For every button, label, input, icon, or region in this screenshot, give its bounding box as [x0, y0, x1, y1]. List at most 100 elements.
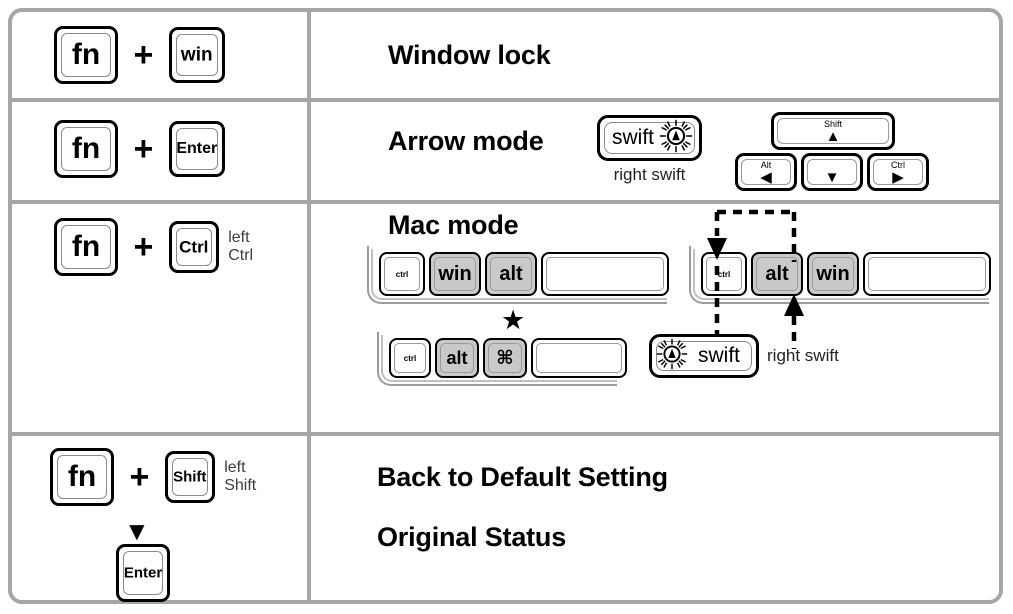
key-fn[interactable]: fn	[54, 120, 118, 178]
key-label: fn	[71, 132, 101, 165]
kb-key-label: win	[438, 262, 472, 285]
key-inner-bevel	[61, 225, 111, 269]
combo-cell-mac-mode: fn + Ctrl left Ctrl	[12, 204, 307, 432]
key-inner-bevel	[741, 159, 791, 185]
arrow-key-right[interactable]: Ctrl ▶	[867, 153, 929, 191]
kb-key-space[interactable]	[531, 338, 627, 378]
swift-caption: right swift	[767, 346, 839, 365]
kb-key-space[interactable]	[541, 252, 669, 296]
key-enter[interactable]: Enter	[116, 544, 170, 602]
key-label: fn	[67, 460, 97, 493]
keyboard-before-swap: ctrl win alt	[367, 246, 669, 304]
key-annotation-ctrl: left Ctrl	[228, 229, 253, 265]
key-swift[interactable]: swift	[597, 115, 702, 161]
column-divider	[307, 12, 311, 600]
kb-key-label: alt	[499, 262, 523, 285]
key-swift[interactable]: swift	[649, 334, 759, 378]
arrow-key-sublabel: Ctrl	[891, 160, 905, 170]
description-cell-window-lock: Window lock	[311, 12, 999, 98]
key-label: fn	[71, 230, 101, 263]
kb-key-win[interactable]: win	[429, 252, 481, 296]
key-fn[interactable]: fn	[50, 448, 114, 506]
kb-key-alt[interactable]: alt	[485, 252, 537, 296]
arrow-key-up[interactable]: Shift ▲	[771, 112, 895, 150]
annotation-line-2: Shift	[224, 477, 257, 494]
row-default-setting: fn + Shift left Shift ▼ Enter	[12, 436, 999, 602]
arrow-key-cluster: Shift ▲ Alt ◀ ▼ Ctrl ▶	[735, 112, 935, 194]
key-inner-bevel	[604, 122, 695, 154]
arrow-glyph-left: ◀	[760, 169, 772, 186]
swift-key-group: swift	[597, 115, 702, 185]
key-inner-bevel	[61, 127, 111, 171]
combo-cell-arrow-mode: fn + Enter	[12, 102, 307, 200]
arrow-key-left[interactable]: Alt ◀	[735, 153, 797, 191]
kb-key-alt[interactable]: alt	[751, 252, 803, 296]
row-separator-1	[12, 98, 999, 102]
kb-key-label: win	[816, 262, 850, 285]
key-inner-bevel	[490, 257, 532, 291]
swift-key-label: swift	[698, 344, 740, 367]
key-inner-bevel	[175, 34, 218, 76]
key-annotation-shift: left Shift	[224, 459, 256, 495]
arrow-glyph-down: ▼	[824, 169, 840, 186]
kb-key-alt[interactable]: alt	[435, 338, 479, 378]
arrow-glyph-right: ▶	[892, 169, 904, 186]
kb-key-label: ctrl	[403, 353, 417, 363]
key-inner-bevel	[488, 343, 522, 373]
kb-key-space[interactable]	[863, 252, 991, 296]
annotation-line-1: left	[224, 459, 246, 477]
arrow-key-down[interactable]: ▼	[801, 153, 863, 191]
shortcut-table: fn + win Window lock fn +	[8, 8, 1003, 604]
key-win[interactable]: win	[168, 27, 225, 83]
kb-key-ctrl[interactable]: ctrl	[701, 252, 747, 296]
key-shift[interactable]: Shift	[164, 451, 215, 503]
keyboard-case-outline	[377, 332, 617, 386]
key-fn[interactable]: fn	[54, 26, 118, 84]
arrow-glyph-up: ▲	[825, 128, 841, 145]
downward-arrow-icon: ▼	[124, 516, 150, 546]
description-cell-default-setting: Back to Default Setting Original Status	[311, 436, 999, 600]
arrow-key-sublabel: Alt	[760, 160, 772, 170]
kb-key-win[interactable]: win	[807, 252, 859, 296]
key-label: fn	[71, 38, 101, 71]
keyboard-case-inner	[381, 335, 617, 382]
heading-original-status: Original Status	[377, 522, 567, 552]
description-cell-arrow-mode: Arrow mode swift	[311, 102, 999, 200]
key-ctrl[interactable]: Ctrl	[168, 221, 219, 273]
plus-sign: +	[129, 458, 150, 496]
heading-window-lock: Window lock	[388, 40, 551, 70]
annotation-line-1: left	[228, 229, 250, 247]
plus-sign: +	[133, 228, 154, 266]
key-inner-bevel	[536, 343, 622, 373]
keyboard-case-inner	[371, 249, 667, 300]
kb-key-label: alt	[446, 347, 468, 368]
sun-swift-icon	[659, 119, 693, 158]
heading-back-to-default: Back to Default Setting	[377, 462, 668, 492]
key-inner-bevel	[873, 159, 923, 185]
key-enter[interactable]: Enter	[168, 121, 225, 177]
kb-key-command[interactable]: ⌘	[483, 338, 527, 378]
key-inner-bevel	[440, 343, 474, 373]
key-inner-bevel	[656, 341, 752, 371]
key-inner-bevel	[807, 159, 857, 185]
star-icon: ★	[501, 305, 526, 335]
key-inner-bevel	[123, 551, 163, 595]
key-inner-bevel	[384, 257, 420, 291]
description-cell-mac-mode: Mac mode ctrl win alt	[311, 204, 999, 432]
key-inner-bevel	[777, 118, 889, 144]
sun-swift-icon	[656, 338, 688, 375]
key-label: Ctrl	[179, 237, 209, 257]
arrow-key-sublabel: Shift	[823, 119, 842, 129]
swift-key-group-mac: swift right swift	[649, 334, 839, 378]
key-inner-bevel	[175, 228, 212, 266]
key-inner-bevel	[756, 257, 798, 291]
kb-key-ctrl[interactable]: ctrl	[379, 252, 425, 296]
combo-cell-window-lock: fn + win	[12, 12, 307, 98]
kb-key-ctrl[interactable]: ctrl	[389, 338, 431, 378]
swift-key-label: swift	[612, 126, 654, 149]
key-inner-bevel	[171, 458, 208, 496]
key-fn[interactable]: fn	[54, 218, 118, 276]
heading-arrow-mode: Arrow mode	[388, 126, 544, 156]
row-window-lock: fn + win Window lock	[12, 12, 999, 98]
keyboard-mac-layout: ctrl alt ⌘ ★	[377, 307, 627, 386]
